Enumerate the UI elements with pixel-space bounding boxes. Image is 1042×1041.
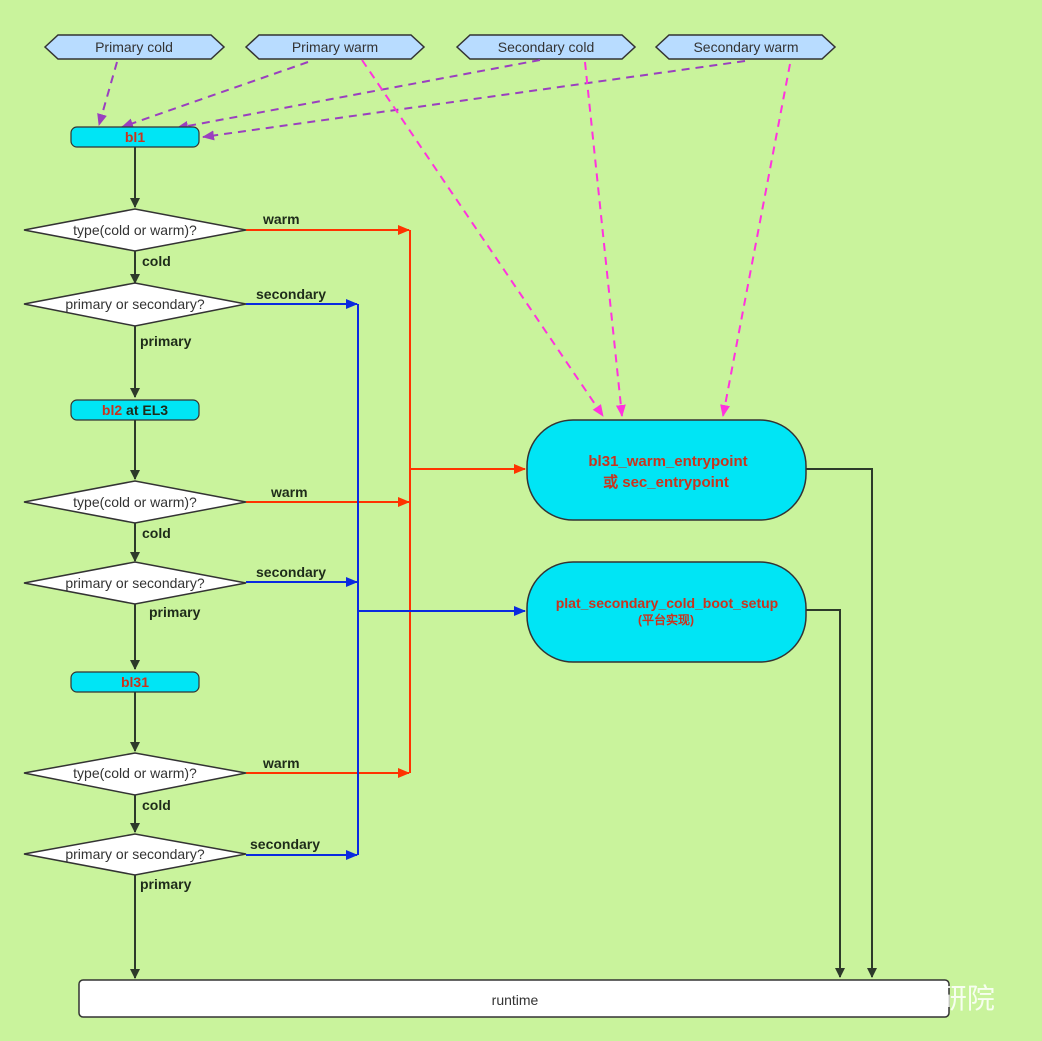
edge-label-cold: cold	[142, 525, 171, 541]
decision-type-label: type(cold or warm)?	[73, 765, 197, 781]
entry-dashed-arrows	[97, 59, 791, 417]
dashed-arrow-primary-warm-to-bl1	[121, 61, 309, 129]
decision-type-2: type(cold or warm)?	[23, 480, 247, 524]
node-warm-entrypoint: bl31_warm_entrypoint 或 sec_entrypoint	[526, 419, 807, 521]
edge-label-warm: warm	[262, 755, 300, 771]
secondary-cold-setup-line1: plat_secondary_cold_boot_setup	[556, 595, 779, 611]
decision-role-2: primary or secondary?	[23, 561, 247, 605]
secondary-branch-lines	[246, 299, 526, 860]
decision-role-label: primary or secondary?	[65, 846, 204, 862]
secondary-cold-setup-line2: (平台实现)	[638, 612, 694, 627]
warm-entrypoint-line1: bl31_warm_entrypoint	[588, 453, 747, 470]
edge-label-primary: primary	[140, 333, 192, 349]
decision-role-1: primary or secondary?	[23, 282, 247, 327]
edge-label-warm: warm	[270, 484, 308, 500]
decision-type-label: type(cold or warm)?	[73, 494, 197, 510]
warm-branch-lines	[246, 225, 526, 778]
dashed-arrow-secondary-warm-to-bl1	[202, 60, 746, 141]
runtime-label: runtime	[492, 992, 539, 1008]
warm-entrypoint-line2: 或 sec_entrypoint	[603, 473, 729, 491]
edge-label-warm: warm	[262, 211, 300, 227]
dashed-arrow-primary-cold-to-bl1	[97, 61, 118, 126]
flow-secondary-cold-to-runtime	[806, 609, 845, 978]
entry-label: Primary warm	[292, 39, 378, 55]
entry-label: Secondary cold	[498, 39, 595, 55]
dashed-arrow-secondary-cold-to-warm-entry	[584, 61, 626, 417]
decision-type-1: type(cold or warm)?	[23, 208, 247, 252]
dashed-arrow-primary-warm-to-warm-entry	[361, 59, 604, 417]
node-bl31: bl31	[70, 671, 200, 693]
node-bl1: bl1	[70, 126, 200, 148]
decision-type-3: type(cold or warm)?	[23, 752, 247, 796]
entry-label: Secondary warm	[693, 39, 798, 55]
node-bl2-el3: bl2 at EL3	[70, 399, 200, 421]
edge-labels: warm cold secondary primary warm cold se…	[140, 211, 326, 892]
watermark: 知乎 @山大智研院	[762, 982, 995, 1015]
decision-role-label: primary or secondary?	[65, 575, 204, 591]
decision-type-label: type(cold or warm)?	[73, 222, 197, 238]
main-flow-lines	[130, 147, 877, 979]
edge-label-secondary: secondary	[256, 286, 326, 302]
dashed-arrow-secondary-cold-to-bl1	[176, 59, 541, 131]
decision-role-3: primary or secondary?	[23, 833, 247, 876]
edge-label-secondary: secondary	[250, 836, 320, 852]
entry-hexagon-primary-cold: Primary cold	[43, 34, 226, 60]
edge-label-primary: primary	[140, 876, 192, 892]
entry-label: Primary cold	[95, 39, 173, 55]
node-runtime: runtime	[78, 979, 950, 1018]
entry-hexagon-secondary-warm: Secondary warm	[654, 34, 837, 60]
decision-role-label: primary or secondary?	[65, 296, 204, 312]
edge-label-cold: cold	[142, 253, 171, 269]
node-secondary-cold-boot-setup: plat_secondary_cold_boot_setup (平台实现)	[526, 561, 807, 663]
node-bl31-label: bl31	[121, 674, 149, 690]
edge-label-secondary: secondary	[256, 564, 326, 580]
flow-warm-entry-to-runtime	[806, 468, 877, 978]
entry-hexagon-secondary-cold: Secondary cold	[455, 34, 637, 60]
entry-hexagon-primary-warm: Primary warm	[244, 34, 426, 60]
dashed-arrow-secondary-warm-to-warm-entry	[720, 63, 791, 417]
node-bl1-label: bl1	[125, 129, 145, 145]
edge-label-cold: cold	[142, 797, 171, 813]
edge-label-primary: primary	[149, 604, 201, 620]
node-bl2-label: bl2 at EL3	[102, 402, 168, 418]
